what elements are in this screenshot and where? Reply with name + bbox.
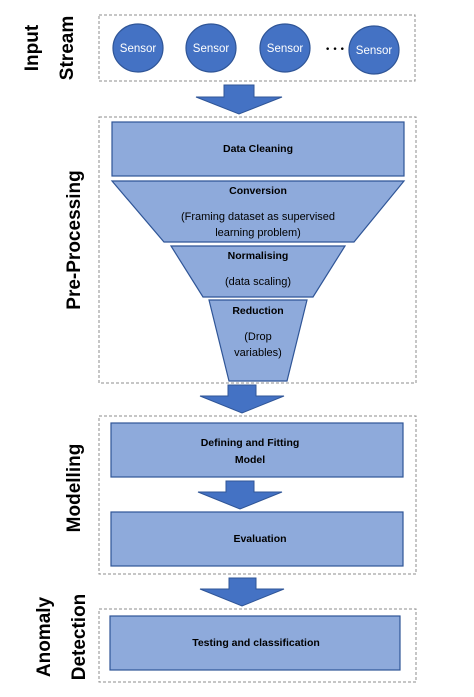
arrow-down-icon bbox=[197, 480, 283, 510]
arrow-down-icon bbox=[199, 577, 285, 607]
label-input: Input bbox=[22, 24, 43, 71]
reduction-funnel-stage bbox=[208, 299, 308, 382]
sensor-node-1 bbox=[112, 23, 164, 73]
defining-label-line1: Defining and Fitting bbox=[201, 437, 300, 449]
arrow-down-icon bbox=[195, 84, 283, 115]
sensor-label-3: Sensor bbox=[267, 43, 304, 55]
reduction-desc-line2: variables) bbox=[234, 347, 282, 359]
sensor-ellipsis: ••• bbox=[325, 45, 347, 55]
evaluation-box bbox=[110, 511, 404, 567]
testing-classification-box bbox=[109, 615, 401, 671]
arrow-down-icon bbox=[199, 384, 285, 414]
sensor-node-3 bbox=[259, 23, 311, 73]
conversion-desc-line2: learning problem) bbox=[215, 227, 301, 239]
reduction-title: Reduction bbox=[232, 305, 283, 317]
sensor-node-2 bbox=[185, 23, 237, 73]
testing-label: Testing and classification bbox=[192, 637, 320, 649]
sensor-label-2: Sensor bbox=[193, 43, 230, 55]
label-modelling: Modelling bbox=[64, 444, 85, 533]
data-cleaning-label: Data Cleaning bbox=[223, 143, 293, 155]
label-stream: Stream bbox=[57, 16, 78, 80]
sensor-label-1: Sensor bbox=[120, 43, 157, 55]
label-detection: Detection bbox=[69, 594, 90, 681]
conversion-desc-line1: (Framing dataset as supervised bbox=[181, 211, 335, 223]
data-cleaning-box bbox=[111, 121, 405, 177]
reduction-desc-line1: (Drop bbox=[244, 331, 272, 343]
conversion-title: Conversion bbox=[229, 185, 287, 197]
conversion-funnel-stage bbox=[110, 180, 406, 243]
defining-fitting-box bbox=[110, 422, 404, 478]
preprocessing-section bbox=[98, 116, 417, 384]
input-stream-section bbox=[98, 14, 416, 82]
normalising-desc: (data scaling) bbox=[225, 276, 291, 288]
defining-label-line2: Model bbox=[235, 454, 265, 466]
label-anomaly: Anomaly bbox=[34, 596, 55, 677]
normalising-title: Normalising bbox=[228, 250, 289, 262]
evaluation-label: Evaluation bbox=[233, 533, 286, 545]
sensor-label-4: Sensor bbox=[356, 45, 393, 57]
sensor-node-4 bbox=[348, 25, 400, 75]
label-pre-processing: Pre-Processing bbox=[64, 170, 85, 309]
normalising-funnel-stage bbox=[169, 245, 347, 298]
modelling-section bbox=[98, 415, 417, 575]
